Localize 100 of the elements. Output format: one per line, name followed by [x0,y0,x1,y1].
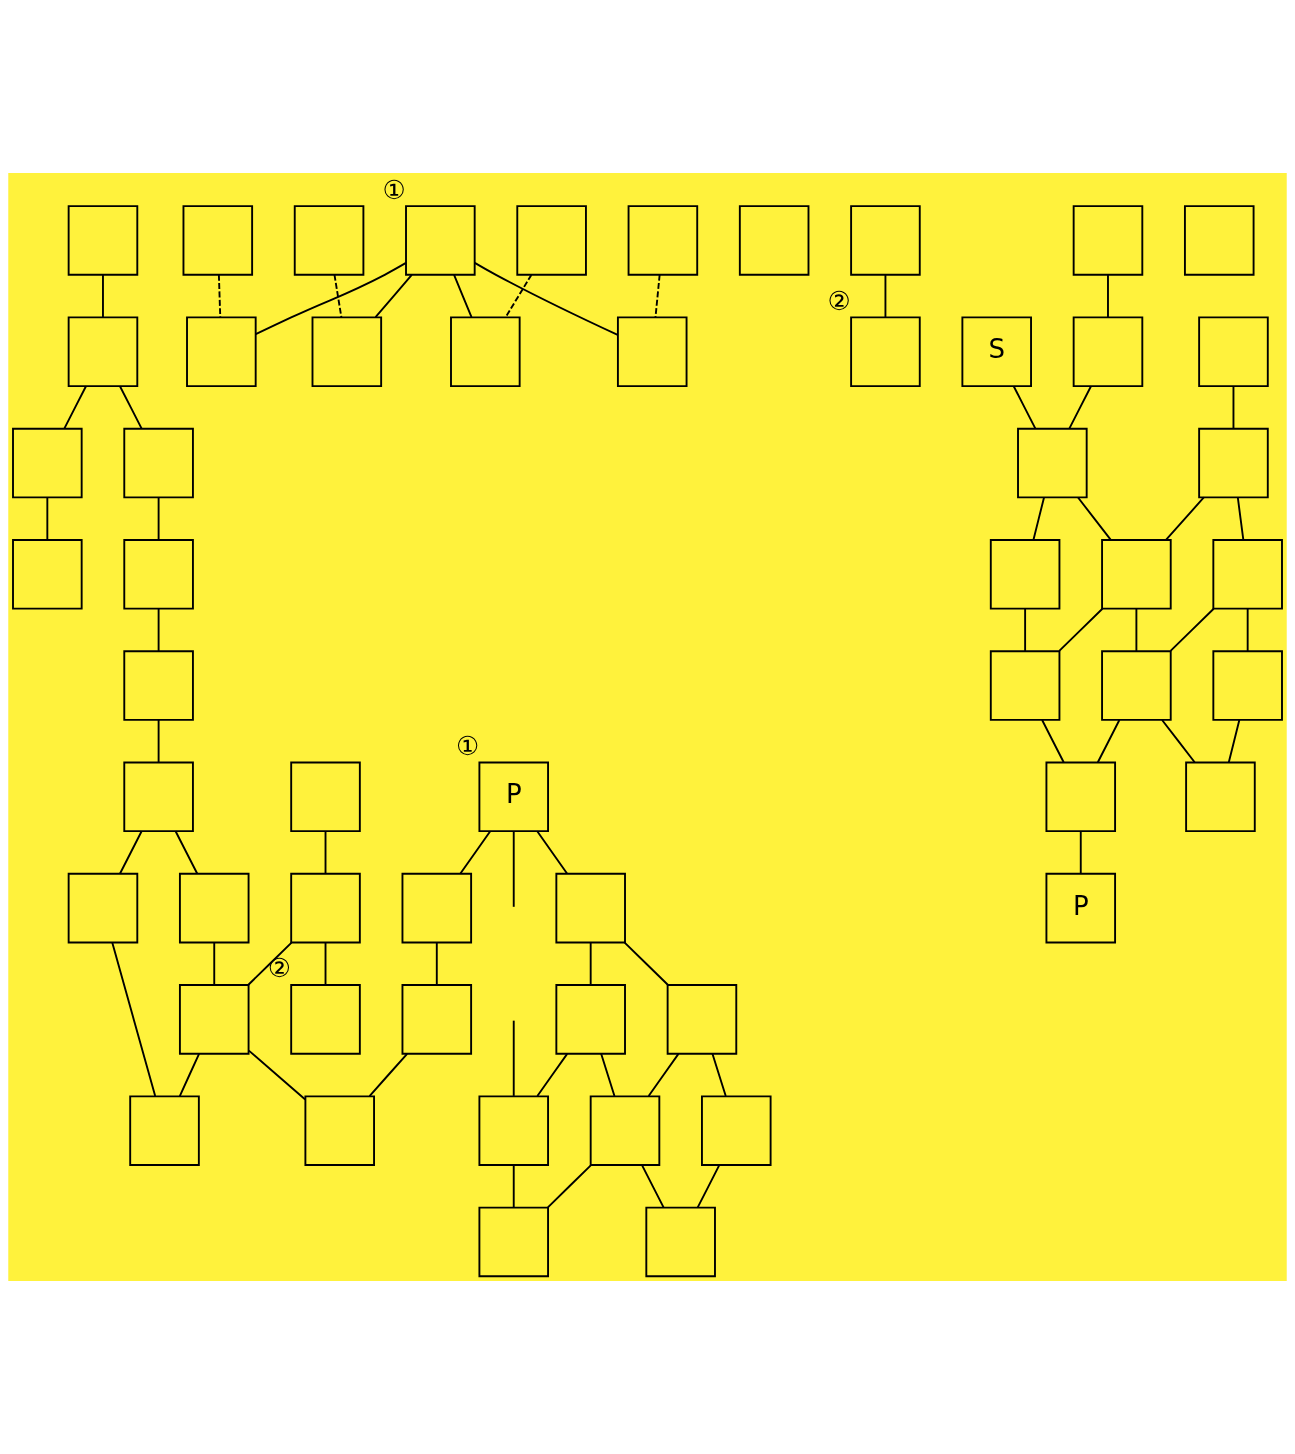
node-box [123,761,194,833]
node-box [290,761,361,833]
node-label: ① [382,174,406,205]
node-box [1017,427,1088,499]
node-box [738,205,810,276]
connector [459,830,492,875]
node-box [129,1095,200,1166]
connector [63,385,87,430]
connector [217,273,222,319]
node-box [450,316,521,388]
node-box [1198,427,1269,499]
node-box [616,316,688,388]
node-box [186,316,257,388]
connector [1024,607,1027,652]
connector [247,941,293,986]
node-box [123,539,194,610]
node-box [401,984,473,1055]
connector [178,1052,200,1097]
connector [1135,607,1138,652]
connector [696,1164,721,1209]
connector [324,941,327,986]
connector [1246,607,1249,652]
node-box [304,1095,375,1166]
node-label: ② [827,285,851,316]
connector [247,1049,307,1101]
node-box [516,205,587,276]
node-box [178,872,250,944]
connector [1068,385,1092,430]
node-box [989,650,1061,721]
node-box [850,316,921,388]
node-box [645,1206,716,1278]
connector [453,273,473,319]
node-box [1198,316,1269,388]
node-box [555,872,626,944]
node-box [555,984,626,1055]
connector [157,607,160,652]
connector [512,1164,515,1209]
connector [473,261,619,336]
connector [174,830,199,875]
connector [536,830,568,875]
connector [1236,496,1245,541]
connector [546,1164,592,1209]
node-box [67,316,139,388]
connector [641,1164,665,1209]
connector [119,830,143,875]
node-box [627,205,699,276]
connector [157,496,160,541]
connector [46,496,49,541]
connector [623,941,669,986]
connector [512,830,515,908]
connector [1041,719,1065,764]
node-box [666,984,738,1055]
node-box [405,205,476,276]
node-box [12,427,83,499]
node-box [311,316,383,388]
connector [435,941,438,986]
connector [711,1052,727,1097]
connector [504,273,533,319]
node-box [182,205,254,276]
connector [102,273,104,319]
connector [213,941,216,986]
node-box [1212,539,1283,610]
connector [1079,830,1082,875]
node-box [290,984,361,1055]
connector [1107,273,1109,319]
connector [1227,719,1241,764]
node-box [701,1095,772,1166]
node-box [67,205,139,276]
node-box [989,539,1061,610]
node-box [290,872,361,944]
connector [111,941,157,1098]
connector [1161,719,1196,764]
node-box [401,872,473,944]
connector [512,1019,515,1097]
connector [333,273,343,319]
node-box [1072,316,1144,388]
connector [536,1052,569,1097]
connector [374,273,413,319]
node-box [1101,539,1172,610]
node-box [1212,650,1283,721]
node-box [478,1095,549,1166]
connector [654,273,661,319]
node-box: S [961,316,1032,388]
node-box [850,205,921,276]
connector [1169,607,1215,652]
node-box: P [478,761,549,833]
node-box [1101,650,1172,721]
node-box [1185,761,1256,833]
connector [647,1052,680,1097]
connector [600,1052,616,1097]
node-label: ② [267,953,292,984]
node-box [123,650,194,721]
node-box [293,205,365,276]
node-box [1072,205,1144,276]
connector [1032,496,1045,541]
connector [324,830,327,875]
connector [254,262,407,336]
connector [1012,385,1037,430]
node-label: ① [455,730,480,761]
node-box [123,427,194,499]
